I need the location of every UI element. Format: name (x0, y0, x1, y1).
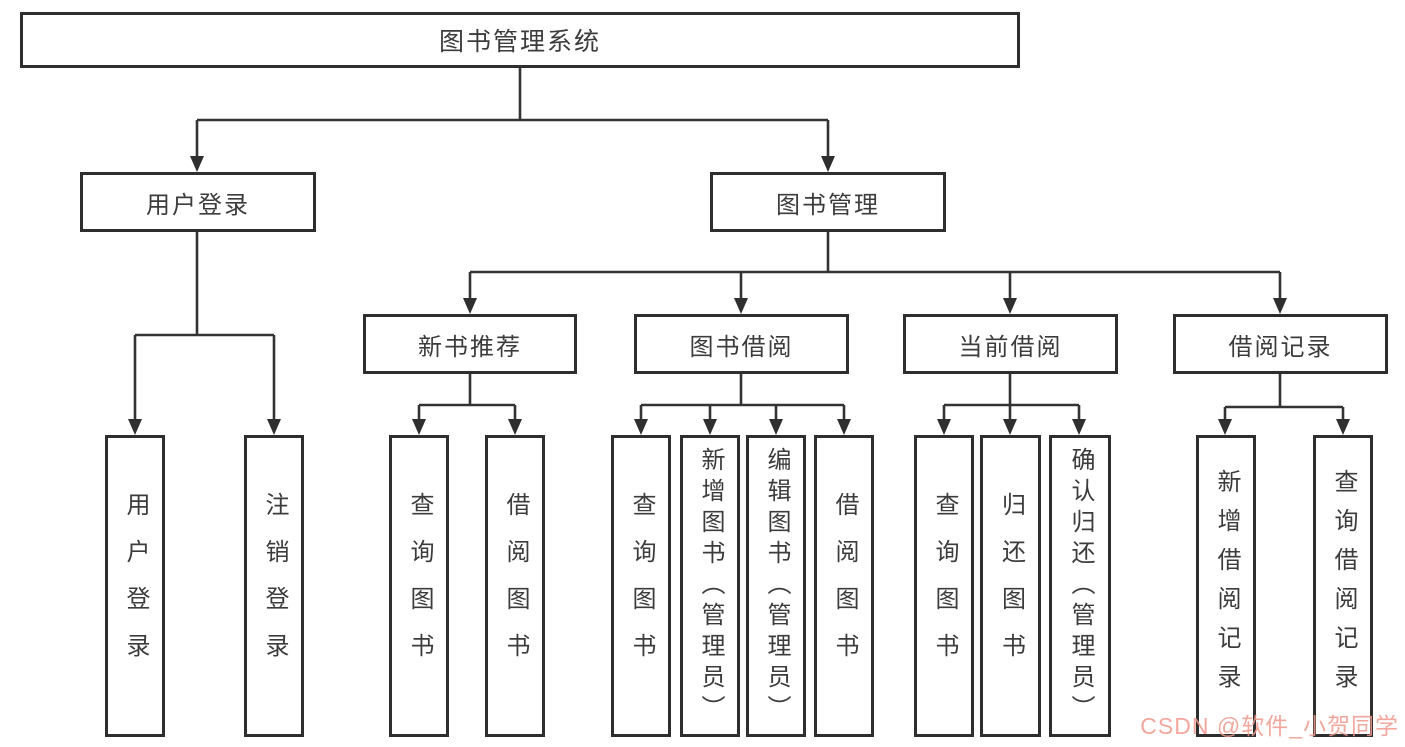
leaf-borrow-books-recommend: 借阅图书 (485, 435, 545, 737)
node-label: 查询借阅记录 (1330, 469, 1357, 703)
arrowhead (267, 419, 281, 435)
node-label: 图书借阅 (689, 333, 794, 361)
node-label: 新书推荐 (418, 333, 522, 361)
node-label: 查询图书 (628, 492, 655, 680)
node-library-system: 图书管理系统 (20, 12, 1020, 68)
leaf-query-borrow-record: 查询借阅记录 (1313, 435, 1373, 737)
arrowhead (190, 156, 204, 172)
arrowhead (821, 156, 835, 172)
arrowhead (837, 419, 851, 435)
arrowhead (937, 419, 951, 435)
node-label: 确认归还（管理员） (1067, 446, 1094, 726)
node-label: 图书管理 (776, 191, 880, 219)
connector-userlogin-to-leaves (133, 232, 276, 421)
node-book-management: 图书管理 (710, 172, 946, 232)
node-label: 注销登录 (261, 492, 288, 680)
arrowhead (1273, 298, 1287, 314)
node-borrow-records: 借阅记录 (1173, 314, 1388, 374)
arrowhead (1336, 419, 1350, 435)
node-label: 借阅记录 (1228, 333, 1333, 361)
arrowhead (508, 419, 522, 435)
leaf-edit-books-admin: 编辑图书（管理员） (746, 435, 806, 737)
node-label: 用户登录 (146, 191, 250, 219)
leaf-user-login: 用户登录 (105, 435, 165, 737)
leaf-borrow-books: 借阅图书 (814, 435, 874, 737)
leaf-add-books-admin: 新增图书（管理员） (680, 435, 740, 737)
leaf-query-books-current: 查询图书 (914, 435, 974, 737)
connector-root-to-level2 (195, 68, 830, 158)
leaf-query-books-borrowing: 查询图书 (611, 435, 671, 737)
node-label: 图书管理系统 (438, 28, 601, 56)
node-label: 借阅图书 (502, 492, 529, 680)
node-book-borrowing: 图书借阅 (634, 314, 849, 374)
arrowhead (734, 298, 748, 314)
node-label: 当前借阅 (958, 333, 1063, 361)
arrowhead (1072, 419, 1086, 435)
arrowhead (769, 419, 783, 435)
connector-records-to-leaves (1223, 374, 1345, 421)
arrowheads (128, 156, 1350, 435)
arrowhead (1218, 419, 1232, 435)
node-label: 新增借阅记录 (1213, 469, 1240, 703)
arrowhead (1003, 298, 1017, 314)
csdn-watermark: CSDN @软件_小贺同学 (1140, 713, 1399, 739)
leaf-confirm-return-admin: 确认归还（管理员） (1049, 435, 1111, 737)
arrowhead (128, 419, 142, 435)
arrowhead (463, 298, 477, 314)
connector-newbooks-to-leaves (417, 374, 517, 421)
leaf-query-books-recommend: 查询图书 (389, 435, 449, 737)
connector-current-to-leaves (942, 374, 1081, 421)
node-user-login: 用户登录 (80, 172, 316, 232)
node-label: 查询图书 (406, 492, 433, 680)
leaf-return-books: 归还图书 (980, 435, 1041, 737)
leaf-add-borrow-record: 新增借阅记录 (1196, 435, 1256, 737)
node-label: 归还图书 (997, 492, 1025, 680)
arrowhead (634, 419, 648, 435)
connector-bookmgmt-to-level3 (468, 232, 1282, 300)
node-new-book-recommend: 新书推荐 (363, 314, 577, 374)
connector-borrowing-to-leaves (639, 374, 846, 421)
arrowhead (703, 419, 717, 435)
node-label: 用户登录 (122, 492, 149, 680)
leaf-logout: 注销登录 (244, 435, 304, 737)
node-current-borrowing: 当前借阅 (903, 314, 1118, 374)
node-label: 编辑图书（管理员） (763, 446, 790, 726)
node-label: 新增图书（管理员） (697, 446, 724, 726)
node-label: 借阅图书 (831, 492, 858, 680)
arrowhead (1003, 419, 1017, 435)
arrowhead (412, 419, 426, 435)
node-label: 查询图书 (931, 492, 958, 680)
